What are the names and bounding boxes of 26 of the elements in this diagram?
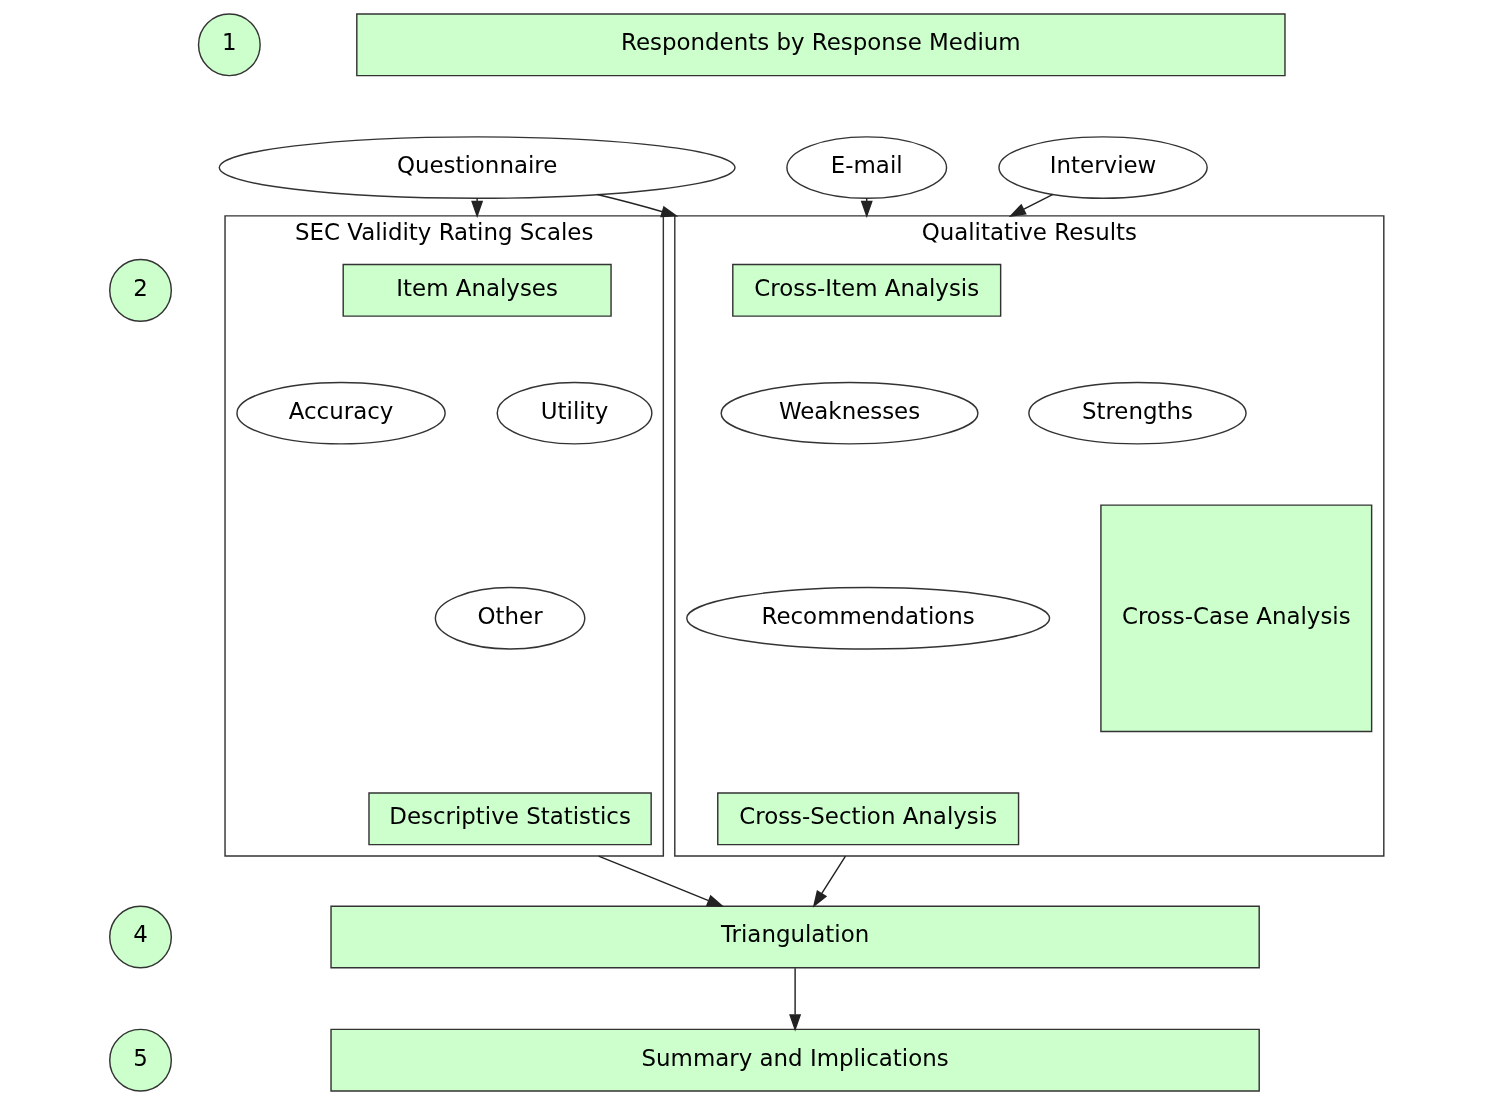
arrow — [789, 967, 802, 1032]
node-circle: 2 — [109, 258, 173, 322]
node-ellipse: Weaknesses — [720, 381, 979, 445]
node-ellipse: Utility — [496, 381, 653, 445]
node-box: Summary and Implications — [330, 1028, 1260, 1092]
node-box: Item Analyses — [342, 263, 612, 317]
node-ellipse: E-mail — [786, 136, 948, 199]
node-ellipse: Accuracy — [236, 381, 446, 445]
node-ellipse: Questionnaire — [218, 136, 736, 199]
node-box: Cross-Item Analysis — [732, 263, 1002, 317]
arrow — [1008, 193, 1054, 217]
node-circle: 1 — [197, 13, 261, 77]
node-circle: 5 — [109, 1028, 173, 1092]
node-ellipse: Interview — [998, 136, 1208, 199]
node-box: Cross-Case Analysis — [1100, 504, 1373, 733]
node-box: Cross-Section Analysis — [717, 792, 1020, 846]
node-ellipse: Strengths — [1028, 381, 1247, 445]
node-box: Descriptive Statistics — [368, 792, 652, 846]
node-box: Respondents by Response Medium — [356, 13, 1286, 77]
arrow — [471, 197, 484, 219]
arrow — [812, 855, 847, 908]
node-circle: 4 — [109, 905, 173, 969]
node-box: Triangulation — [330, 905, 1260, 969]
arrow — [597, 855, 725, 907]
node-ellipse: Other — [434, 586, 586, 650]
node-ellipse: Recommendations — [686, 586, 1051, 650]
